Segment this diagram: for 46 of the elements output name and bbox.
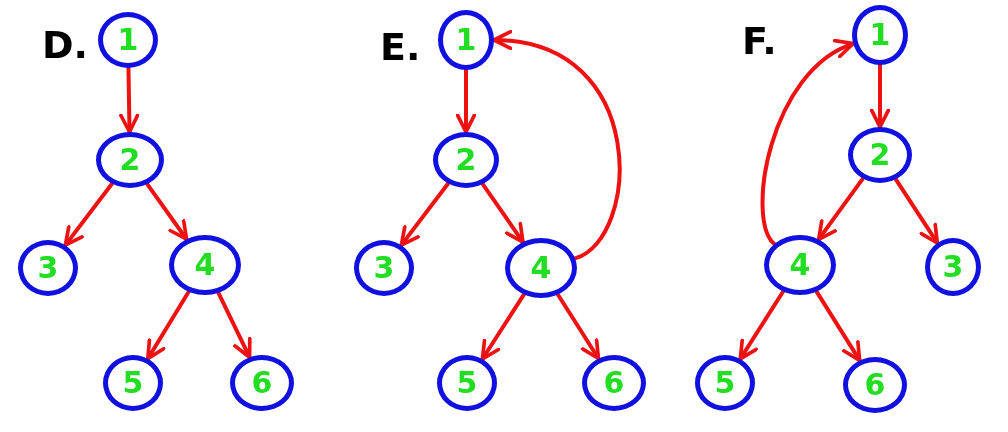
node-number: 1 xyxy=(455,25,477,55)
node-number: 3 xyxy=(942,252,964,282)
arrow xyxy=(492,31,622,261)
arrow xyxy=(455,68,477,134)
node-number: 4 xyxy=(530,253,552,283)
node-number: 3 xyxy=(37,253,59,283)
node-number: 2 xyxy=(455,145,477,175)
arrow xyxy=(119,66,140,134)
graph-node-circle xyxy=(98,12,158,68)
node-number: 1 xyxy=(869,20,891,50)
graph-node-circle xyxy=(764,235,836,295)
arrow xyxy=(480,182,525,245)
node-number: 4 xyxy=(789,250,811,280)
arrow xyxy=(738,289,786,361)
node-number: 4 xyxy=(194,250,216,280)
graph-node-circle xyxy=(103,355,163,411)
graph-node-circle xyxy=(925,238,981,296)
node-number: 6 xyxy=(603,368,625,398)
node-number: 3 xyxy=(373,253,395,283)
node-number: 2 xyxy=(119,145,141,175)
node-number: 5 xyxy=(122,368,144,398)
graph-node-circle xyxy=(18,240,78,296)
arrow xyxy=(145,182,189,242)
node-number: 5 xyxy=(456,368,478,398)
node-number: 5 xyxy=(714,368,736,398)
panel-letter: D. xyxy=(42,26,88,64)
graph-node-circle xyxy=(354,240,414,296)
arrow xyxy=(893,177,940,245)
node-number: 6 xyxy=(864,370,886,400)
arrow xyxy=(480,292,526,361)
node-number: 1 xyxy=(117,25,139,55)
graph-node-circle xyxy=(437,355,497,411)
graph-node-circle xyxy=(695,355,755,411)
arrow xyxy=(145,289,191,361)
arrow xyxy=(814,289,862,363)
graph-node-circle xyxy=(852,5,908,65)
arrow xyxy=(63,181,114,248)
panel-letter: E. xyxy=(380,28,421,66)
node-number: 6 xyxy=(251,368,273,398)
arrow xyxy=(399,181,451,248)
node-number: 2 xyxy=(869,140,891,170)
arrow xyxy=(816,176,865,242)
graph-node-circle xyxy=(438,10,494,70)
arrow xyxy=(869,63,891,129)
arrow xyxy=(555,292,601,361)
panel-letter: F. xyxy=(742,22,777,60)
